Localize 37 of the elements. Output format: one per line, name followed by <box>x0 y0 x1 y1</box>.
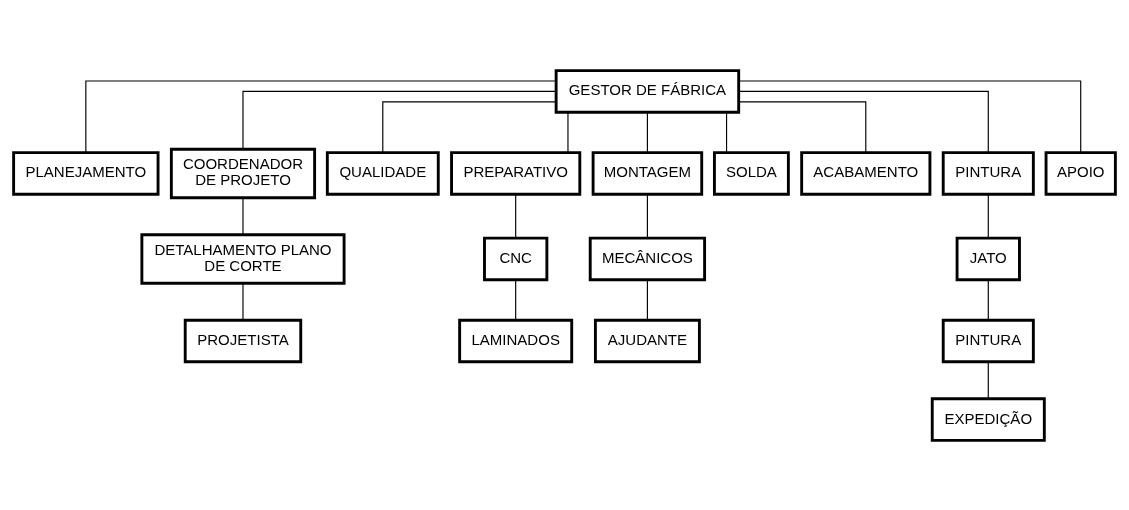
node-box: APOIO <box>1044 150 1117 196</box>
connector <box>242 90 557 149</box>
node-box: PLANEJAMENTO <box>12 150 160 196</box>
node-box: PROJETISTA <box>183 318 303 363</box>
node-box: CNC <box>483 236 549 281</box>
connector <box>646 193 648 239</box>
connector <box>987 361 989 399</box>
node-box: MONTAGEM <box>591 150 704 196</box>
node-box: PREPARATIVO <box>450 150 582 196</box>
connector <box>738 90 989 153</box>
connector <box>382 100 557 153</box>
connector <box>646 111 648 153</box>
connector <box>242 282 244 320</box>
node-box: QUALIDADE <box>325 150 440 196</box>
node-box: PINTURA <box>941 150 1035 196</box>
connector <box>515 193 517 239</box>
connector <box>515 279 517 320</box>
connector <box>987 279 989 320</box>
node-box: PINTURA <box>941 318 1035 363</box>
node-box: SOLDA <box>712 150 790 196</box>
connector <box>987 193 989 239</box>
node-box: LAMINADOS <box>458 318 574 363</box>
connector <box>646 279 648 320</box>
node-box: COORDENADOR DE PROJETO <box>169 147 317 199</box>
connector <box>725 111 728 153</box>
connector <box>567 111 569 153</box>
connector <box>738 79 1082 153</box>
node-box: DETALHAMENTO PLANO DE CORTE <box>140 232 346 285</box>
node-box: AJUDANTE <box>593 318 701 363</box>
node-box: EXPEDIÇÃO <box>930 396 1046 442</box>
connector <box>85 79 557 153</box>
node-box: MECÂNICOS <box>588 236 707 281</box>
node-box: ACABAMENTO <box>800 150 932 196</box>
node-box: JATO <box>955 236 1021 281</box>
node-box: GESTOR DE FÁBRICA <box>554 68 741 114</box>
connector <box>242 196 244 235</box>
connector <box>738 100 867 153</box>
